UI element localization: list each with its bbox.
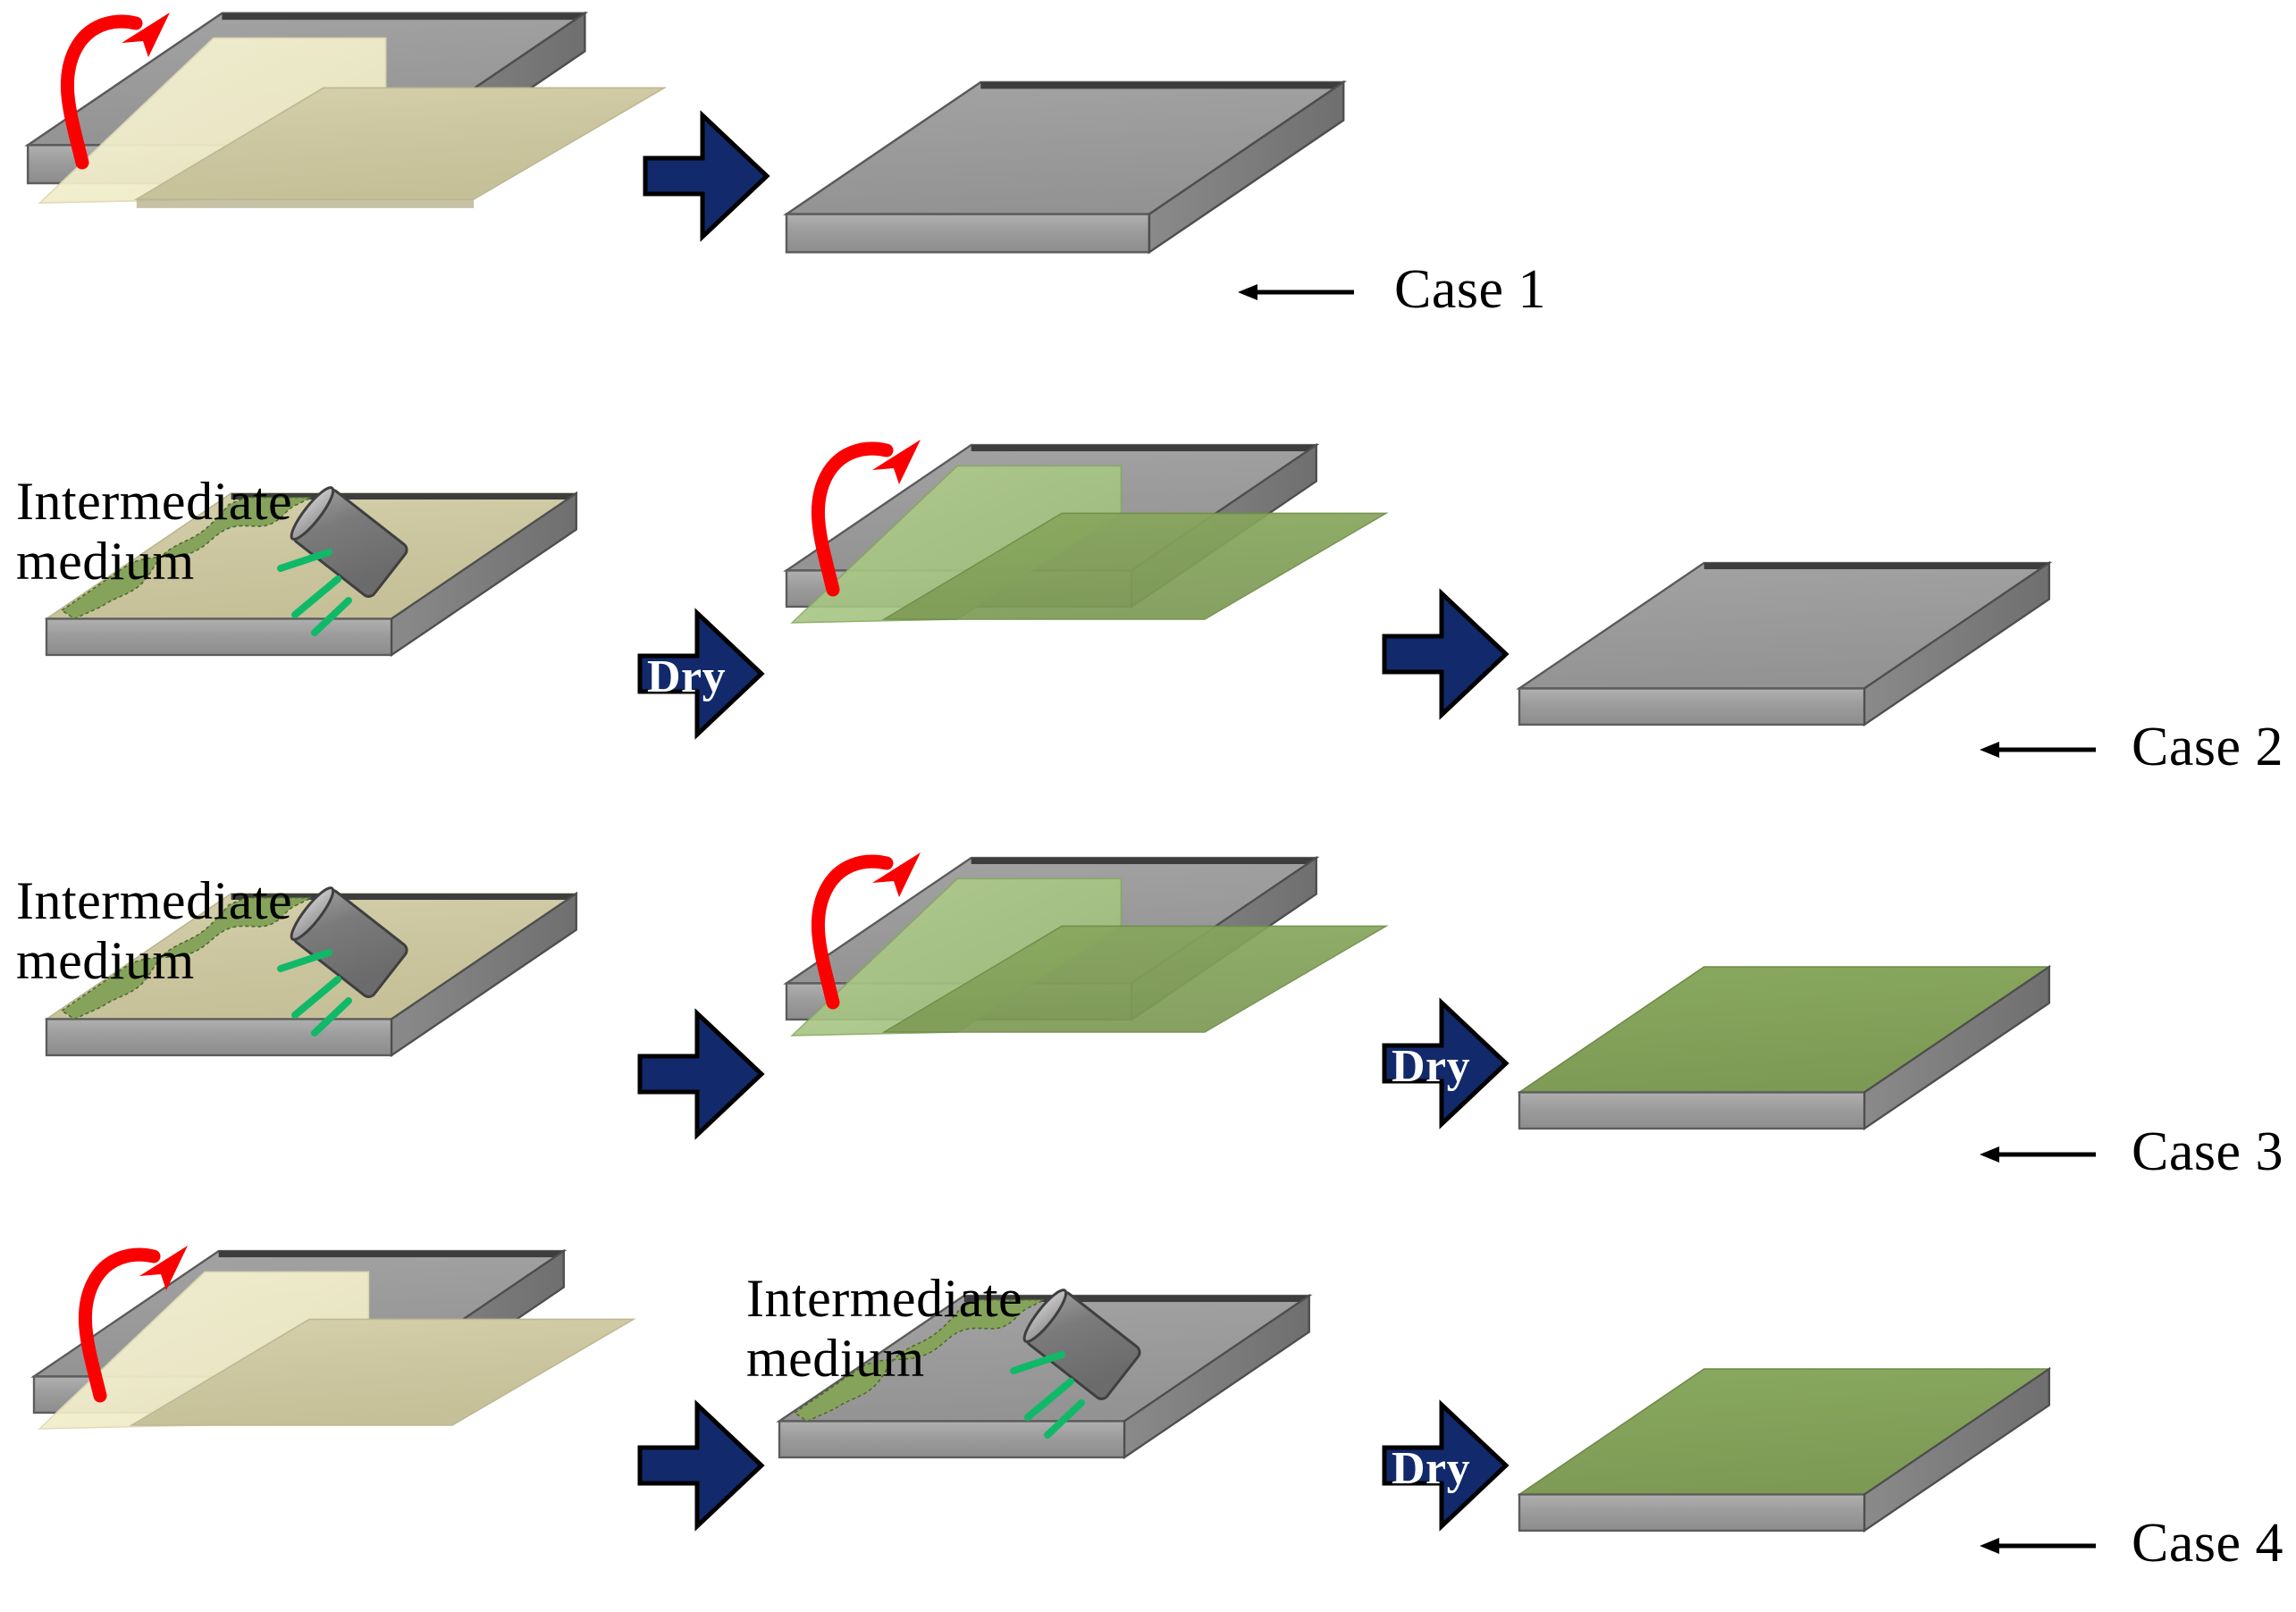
case-2-label: Case 2	[2132, 717, 2284, 777]
step-spray-bare-4	[778, 1289, 1310, 1459]
intermediate-medium-label-row4: Intermediate medium	[746, 1269, 1022, 1389]
row-case-4	[32, 1246, 2096, 1554]
case-3-pointer-arrow-icon	[1980, 1146, 2096, 1163]
case-4-label: Case 4	[2132, 1513, 2284, 1574]
spray-nozzle-icon	[1022, 1289, 1141, 1400]
spray-streaks-icon	[277, 549, 352, 636]
case-3-label: Case 3	[2132, 1121, 2284, 1182]
intermediate-medium-line2: medium	[16, 532, 195, 592]
spray-nozzle-icon	[290, 486, 408, 598]
intermediate-medium-line2: medium	[16, 931, 195, 991]
row-case-2	[45, 440, 2096, 758]
step-spray-tan-3	[45, 886, 577, 1057]
row-case-3	[45, 852, 2096, 1163]
intermediate-medium-line1: Intermediate	[746, 1269, 1023, 1328]
process-arrow-1	[645, 115, 767, 237]
case-1-pointer-arrow-icon	[1238, 284, 1354, 300]
step-peel-green-3	[785, 852, 1389, 1037]
intermediate-medium-line2: medium	[746, 1329, 925, 1389]
spray-nozzle-icon	[290, 886, 408, 998]
step-spray-tan-2	[45, 486, 577, 657]
intermediate-medium-line1: Intermediate	[16, 871, 293, 930]
intermediate-medium-label-row3: Intermediate medium	[16, 871, 292, 991]
step-bare-substrate-2	[1518, 561, 2050, 726]
step-bare-substrate-1	[785, 80, 1345, 254]
row-case-1	[26, 13, 1354, 300]
process-arrow-4	[640, 1405, 761, 1526]
dry-label-row3: Dry	[1392, 1041, 1471, 1092]
case-1-label: Case 1	[1394, 259, 1547, 320]
case-2-pointer-arrow-icon	[1980, 742, 2096, 758]
intermediate-medium-label-row2: Intermediate medium	[16, 472, 292, 592]
intermediate-medium-line1: Intermediate	[16, 472, 293, 531]
dry-label-row2: Dry	[647, 651, 727, 702]
dry-label-row4: Dry	[1392, 1443, 1471, 1494]
step-peel-green-2	[785, 440, 1389, 624]
process-arrow-3	[640, 1013, 761, 1135]
step-coated-substrate-3	[1518, 965, 2050, 1130]
spray-streaks-icon	[277, 949, 352, 1037]
case-4-pointer-arrow-icon	[1980, 1538, 2096, 1554]
process-arrow-2	[1384, 593, 1506, 715]
spray-streaks-icon	[1010, 1351, 1085, 1439]
step-peel-tan-1	[26, 13, 668, 208]
step-peel-tan-4	[32, 1246, 636, 1430]
step-coated-substrate-4	[1518, 1367, 2050, 1532]
